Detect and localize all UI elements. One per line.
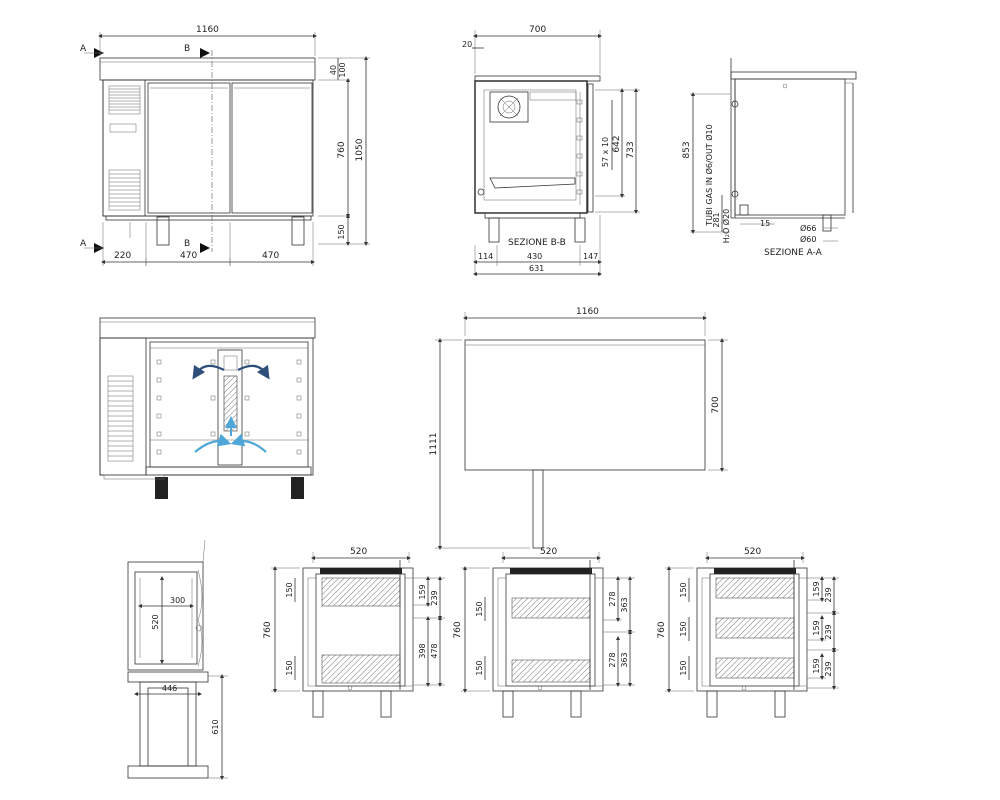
interior-view — [99, 317, 316, 499]
drawer-1-bottom — [321, 654, 401, 684]
dia-60: Ø60 — [800, 234, 816, 244]
v1-d478: 478 — [430, 643, 439, 658]
cross-section-1: 520 760 150 150 159 239 398 478 — [263, 547, 445, 718]
interior-vent-grille — [107, 375, 134, 462]
section-a-top: A — [80, 44, 87, 54]
evaporator-fan — [489, 91, 529, 123]
v1-d239: 239 — [430, 590, 439, 605]
dim-446: 446 — [162, 684, 177, 693]
dim-100: 100 — [338, 62, 347, 77]
airflow-in-left — [194, 433, 232, 453]
dim-470-b: 470 — [262, 251, 279, 261]
section-a-bottom: A — [80, 239, 87, 249]
control-panel — [109, 123, 137, 133]
dim-top-depth: 700 — [711, 396, 721, 413]
cross-section-2: 520 760 150 150 278 363 278 363 — [453, 547, 635, 718]
dim-150-leg: 150 — [337, 224, 346, 239]
v3-d239c: 239 — [824, 661, 833, 676]
v2-d363b: 363 — [620, 652, 629, 667]
front-view: A A B B 1160 40 100 760 150 1050 220 470… — [80, 25, 370, 266]
section-aa-view: TUBI GAS IN Ø6/OUT Ø10 853 281 H₂O Ø20 1… — [682, 58, 857, 258]
door-right — [231, 82, 313, 214]
caption-section-bb: SEZIONE B-B — [508, 238, 566, 248]
dim-top-width: 1160 — [576, 307, 599, 317]
v1-d150a: 150 — [285, 582, 294, 597]
dim-642: 642 — [612, 135, 622, 152]
caption-section-aa: SEZIONE A-A — [764, 248, 823, 258]
dim-281: 281 — [712, 212, 721, 227]
rack-slots — [576, 99, 583, 195]
drawer-3-top — [715, 577, 795, 599]
vent-grille-top — [108, 85, 141, 115]
v2-d278a: 278 — [608, 591, 617, 606]
drawer-2-bottom — [511, 659, 591, 683]
dim-300: 300 — [170, 596, 185, 605]
dim-15: 15 — [760, 219, 770, 228]
dim-147: 147 — [583, 252, 598, 261]
dim-631: 631 — [529, 264, 544, 273]
dia-66: Ø66 — [800, 223, 816, 233]
airflow-out-left — [192, 364, 225, 380]
dim-733: 733 — [626, 141, 636, 158]
section-bb-view: SEZIONE B-B 700 20 57 x 10 642 733 114 4… — [462, 25, 640, 276]
section-b-bottom: B — [184, 239, 190, 249]
door-left — [147, 82, 231, 214]
v2-d278b: 278 — [608, 652, 617, 667]
v3-d150b: 150 — [679, 621, 688, 636]
v3-d150c: 150 — [679, 660, 688, 675]
airflow-out-right — [237, 364, 270, 380]
top-view: 1160 700 1111 — [429, 307, 728, 550]
v2-height: 760 — [453, 621, 463, 638]
dim-430: 430 — [527, 252, 542, 261]
v3-d239b: 239 — [824, 624, 833, 639]
dim-520-side: 520 — [151, 614, 160, 629]
dim-220: 220 — [114, 251, 131, 261]
v3-d150a: 150 — [679, 582, 688, 597]
v2-d150a: 150 — [475, 601, 484, 616]
v3-width: 520 — [744, 547, 761, 557]
v3-d159b: 159 — [812, 620, 821, 635]
gas-pipes-label: TUBI GAS IN Ø6/OUT Ø10 — [704, 124, 714, 226]
vent-grille-bottom — [108, 169, 141, 211]
v1-d398: 398 — [418, 643, 427, 658]
dim-57x10: 57 x 10 — [601, 137, 610, 167]
v1-d159: 159 — [418, 584, 427, 599]
airflow-in-right — [230, 433, 267, 453]
dim-front-width: 1160 — [196, 25, 219, 35]
v2-d363a: 363 — [620, 597, 629, 612]
dim-1050: 1050 — [355, 138, 365, 161]
dim-470-a: 470 — [180, 251, 197, 261]
v3-height: 760 — [657, 621, 667, 638]
dim-114: 114 — [478, 252, 493, 261]
dim-top-total: 1111 — [429, 433, 439, 456]
dim-610: 610 — [211, 719, 220, 734]
section-b-top: B — [184, 44, 190, 54]
v1-d150b: 150 — [285, 660, 294, 675]
v2-width: 520 — [540, 547, 557, 557]
v3-d159a: 159 — [812, 581, 821, 596]
drawer-2-top — [511, 597, 591, 619]
dim-853: 853 — [682, 141, 692, 158]
h2o-label: H₂O Ø20 — [721, 209, 731, 244]
side-stand-view: 300 520 446 610 — [127, 539, 228, 780]
drawer-3-bottom — [715, 657, 795, 679]
v3-d159c: 159 — [812, 658, 821, 673]
cross-section-3: 520 760 150 150 150 159 239 159 239 159 … — [657, 547, 839, 718]
drawer-1-top — [321, 577, 401, 607]
dim-40: 40 — [329, 65, 338, 75]
drawer-3-middle — [715, 617, 795, 639]
v1-height: 760 — [263, 621, 273, 638]
v3-d239a: 239 — [824, 587, 833, 602]
dim-700-top: 700 — [529, 25, 546, 35]
dim-20: 20 — [462, 40, 472, 49]
v2-d150b: 150 — [475, 660, 484, 675]
v1-width: 520 — [350, 547, 367, 557]
dim-760-front: 760 — [337, 141, 347, 158]
interior-rack-slots — [156, 359, 302, 455]
